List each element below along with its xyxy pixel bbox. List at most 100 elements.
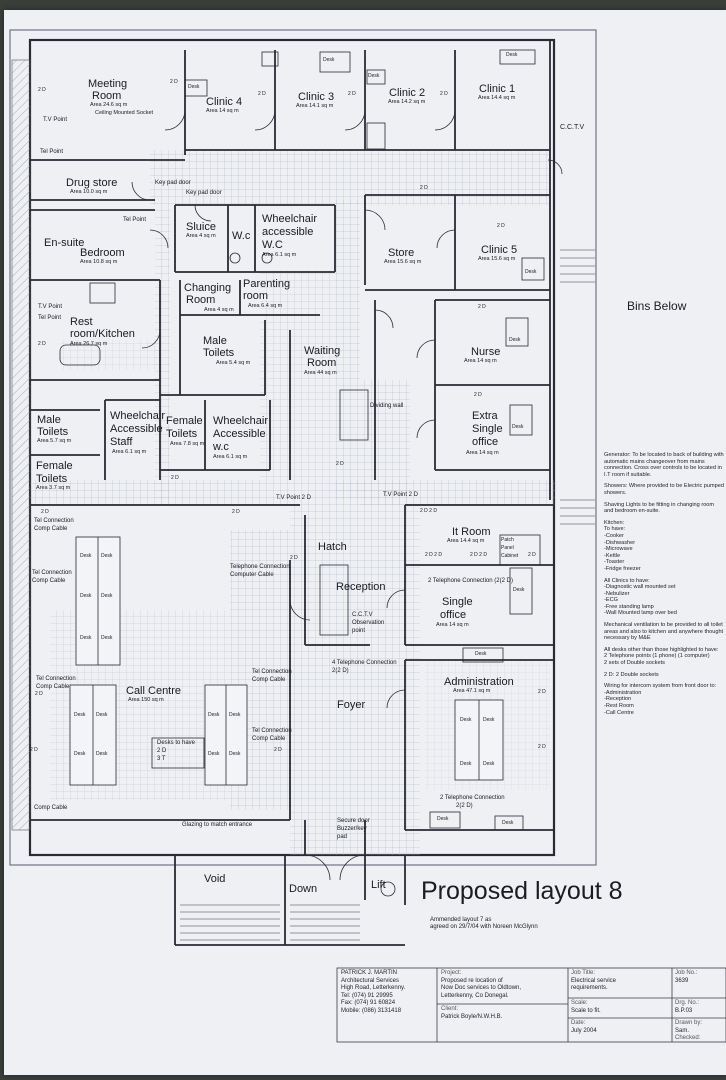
two-d-marker: 2 D <box>35 691 43 697</box>
desk-list: 2 Telephone points (1 phone) (1 computer… <box>604 653 724 666</box>
tel-conn-admin-b: 2(2 D) <box>456 803 473 809</box>
drawn-by-block: Drawn by: Sam. Checked: <box>675 1020 702 1043</box>
secure-door-1: Secure door <box>337 818 370 824</box>
room-nurse-name: Nurse <box>471 346 501 358</box>
note-two-d: 2 D: 2 Double sockets <box>604 671 659 678</box>
room-male-toilets-mid-name-1: Male <box>203 335 227 347</box>
room-male-toilets-left-name-2: Toilets <box>37 426 69 438</box>
desk-label: Desk <box>80 593 92 599</box>
two-d-marker: 2 D <box>258 91 266 97</box>
room-clinic5-name: Clinic 5 <box>481 244 518 256</box>
desk-label: Desk <box>483 761 495 767</box>
desk-label: Desk <box>74 751 86 757</box>
clinic-list: -Diagnostic wall mounted set -Nebulizer … <box>604 584 724 617</box>
room-female-toilets-left-name-2: Toilets <box>36 473 68 485</box>
two-d-marker: 2 D 2 D <box>425 552 442 558</box>
list-item: -Kettle <box>604 552 621 559</box>
room-single-office-name-1: Single <box>442 596 473 608</box>
room-parenting-name-1: Parenting <box>243 278 291 290</box>
room-call-centre-area: Area 150 sq m <box>128 697 164 703</box>
amendment-note: Ammended layout 7 as agreed on 29/7/04 w… <box>430 917 600 931</box>
date-value: July 2004 <box>571 1027 597 1034</box>
room-wc-name: W.c <box>232 230 251 242</box>
project-line: Now Doc services to Oldtown, <box>441 985 522 991</box>
room-waiting-name-2: Room <box>307 357 337 369</box>
note-clinics-head: All Clinics to have: <box>604 577 650 584</box>
room-extra-office-area: Area 14 sq m <box>466 450 499 456</box>
note-ventilation: Mechanical ventilation to be provided to… <box>604 622 724 642</box>
desk-label: Desk <box>229 751 241 757</box>
desk-label: Desk <box>506 52 518 58</box>
project-line: Proposed re location of <box>441 977 503 984</box>
list-item: -Cooker <box>604 532 624 539</box>
key-pad-door-1: Key pad door <box>155 180 191 186</box>
note-showers: Showers: Where provided to be Electric p… <box>604 483 725 496</box>
architect-line: Mobile: (086) 3131418 <box>341 1007 402 1014</box>
two-d-marker: 2 D <box>538 744 546 750</box>
room-wheelchair-wc2-name-2: Accessible <box>213 428 266 440</box>
room-parenting-name-2: room <box>243 290 269 302</box>
architect-line: Tel: (074) 91 29995 <box>341 992 393 999</box>
note-desks: All desks other than those highlighted t… <box>604 646 719 653</box>
reception-cctv-1: C.C.T.V <box>352 612 373 618</box>
two-d-marker: 2 D <box>170 79 178 85</box>
tel-conn-1-a: Tel Connection <box>34 518 74 524</box>
glazing-label: Glazing to match entrance <box>182 822 253 828</box>
note-shaving: Shaving Lights to be fitting in changing… <box>604 501 715 515</box>
tel-point-bedroom: Tel Point <box>123 217 147 223</box>
tel-conn-4-b: Comp Cable <box>252 677 286 683</box>
tel-conn-admin-a: 2 Telephone Connection <box>440 795 505 801</box>
room-lift-name: Lift <box>371 879 386 891</box>
project-block: Project: Proposed re location of Now Doc… <box>441 970 521 1000</box>
desk-label: Desk <box>96 751 108 757</box>
room-wheelchair-wc2-name-1: Wheelchair <box>213 415 269 427</box>
tv-point-2d-right: T.V Point 2 D <box>383 492 419 498</box>
client-block: Client: Patrick Boyle/N.W.H.B. <box>441 1006 502 1021</box>
drg-no-label: Drg. No.: <box>675 1000 700 1006</box>
room-changing-name-1: Changing <box>184 282 232 294</box>
two-d-marker: 2 D <box>171 475 179 481</box>
job-no-label: Job No.: <box>675 970 698 976</box>
reception-cctv-2: Observation <box>352 620 385 626</box>
specification-notes: Generator: To be located to back of buil… <box>604 452 724 721</box>
list-item: -Fridge freezer <box>604 565 641 572</box>
date-label: Date: <box>571 1020 586 1026</box>
room-changing-name-2: Room <box>186 294 216 306</box>
drawn-by-value: Sam. <box>675 1027 690 1034</box>
room-male-toilets-mid-area: Area 5.4 sq m <box>216 360 251 366</box>
room-rest-name-2: room/Kitchen <box>70 328 135 340</box>
tel-conn-3-a: Tel Connection <box>36 676 76 682</box>
architect-block: PATRICK J. MARTIN Architectural Services… <box>341 970 405 1015</box>
architect-line: High Road, Letterkenny. <box>341 985 406 991</box>
desk-label: Desk <box>437 816 449 822</box>
list-item: -Rest Room <box>604 703 634 709</box>
list-item: -Microwave <box>604 546 633 553</box>
room-extra-office-name-1: Extra <box>472 410 498 422</box>
scale-value: Scale to fit. <box>571 1007 601 1014</box>
list-item: -Dishwasher <box>604 539 636 546</box>
room-void-name: Void <box>204 873 226 885</box>
tel-conn-2-a: Tel Connection <box>32 570 72 576</box>
comp-cable-label: Comp Cable <box>34 805 68 811</box>
room-changing-area: Area 4 sq m <box>204 307 234 313</box>
job-title-block: Job Title: Electrical service requiremen… <box>571 970 616 993</box>
tel-point-rest: Tel Point <box>38 315 62 321</box>
room-store-area: Area 15.6 sq m <box>384 259 422 265</box>
reception-cctv-3: point <box>352 628 366 634</box>
desk-label: Desk <box>460 717 472 723</box>
tv-point-2d-left: T.V Point 2 D <box>276 495 312 501</box>
drg-no-value: B.P.03 <box>675 1007 693 1014</box>
room-clinic3-area: Area 14.1 sq m <box>296 103 334 109</box>
room-wheelchair-staff-area: Area 6.1 sq m <box>112 449 147 455</box>
list-item: -Toaster <box>604 559 625 566</box>
room-administration-name: Administration <box>444 676 514 688</box>
room-foyer-name: Foyer <box>337 699 366 711</box>
room-rest-area: Area 26.7 sq m <box>70 341 108 347</box>
room-store-name: Store <box>388 247 415 259</box>
desk-label: Desk <box>483 717 495 723</box>
two-d-marker: 2 D <box>38 341 46 347</box>
drg-no-block: Drg. No.: B.P.03 <box>675 1000 699 1015</box>
room-male-toilets-left-area: Area 5.7 sq m <box>37 438 72 444</box>
tel-conn-3-b: Comp Cable <box>36 684 70 690</box>
